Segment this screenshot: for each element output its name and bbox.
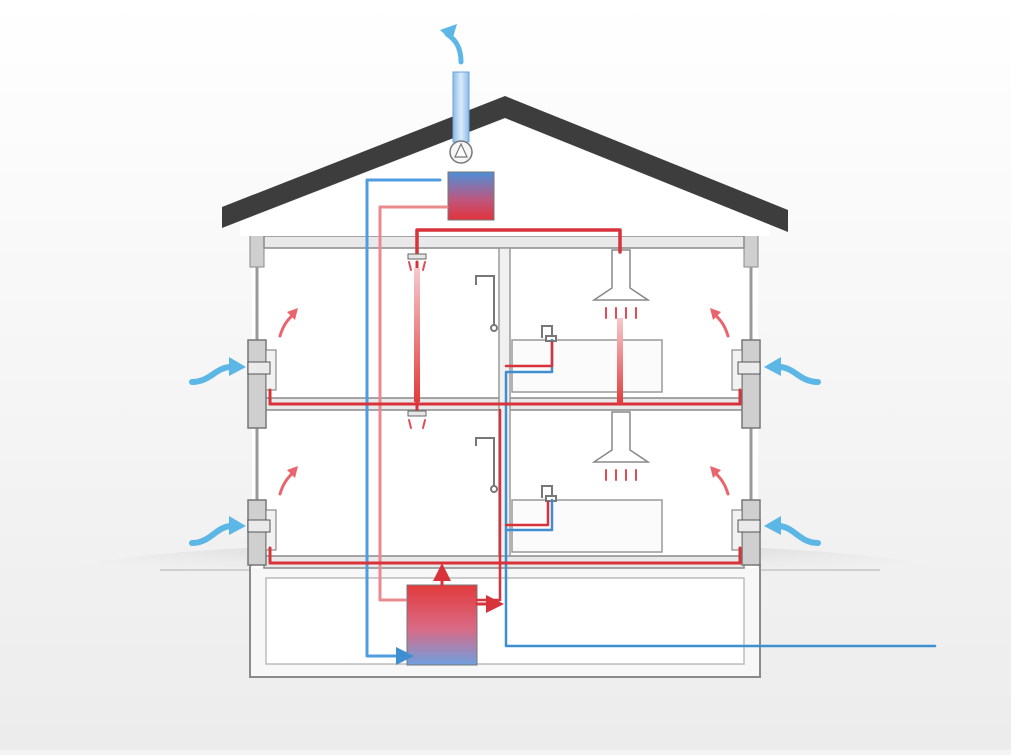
attic-floor — [263, 235, 745, 249]
wall-vent-left-lower — [247, 499, 277, 566]
ceiling-vent-icon — [407, 410, 427, 417]
shower-head-icon — [475, 437, 498, 493]
arrow-up-icon — [440, 24, 464, 65]
extract-duct-vertical — [414, 268, 420, 402]
extract-arrows — [408, 261, 637, 481]
chimney-exhaust — [452, 71, 470, 143]
arrow-right-icon — [189, 516, 246, 546]
house-walls — [249, 220, 759, 569]
kitchen-hood-icon — [591, 411, 651, 463]
wall-vent-units — [247, 339, 761, 566]
ceiling-vent-icon — [407, 253, 427, 260]
shower-head-icon — [475, 275, 498, 332]
extract-duct — [617, 318, 623, 404]
roof — [222, 96, 788, 236]
wall-vent-right-lower — [731, 499, 761, 566]
fan-icon — [449, 140, 473, 164]
heat-storage-tank-icon — [406, 584, 478, 666]
interior-partition — [498, 247, 511, 557]
arrow-right-icon — [764, 516, 821, 546]
heat-recovery-unit-icon — [447, 171, 495, 221]
arrow-right-icon — [189, 357, 246, 385]
arrow-right-icon — [764, 357, 821, 385]
warm-air-outlet-arrowheads — [287, 308, 721, 478]
hot-supply-pipes — [268, 205, 742, 613]
wall-vent-right-upper — [731, 339, 761, 429]
kitchen-hood-icon — [591, 249, 651, 301]
